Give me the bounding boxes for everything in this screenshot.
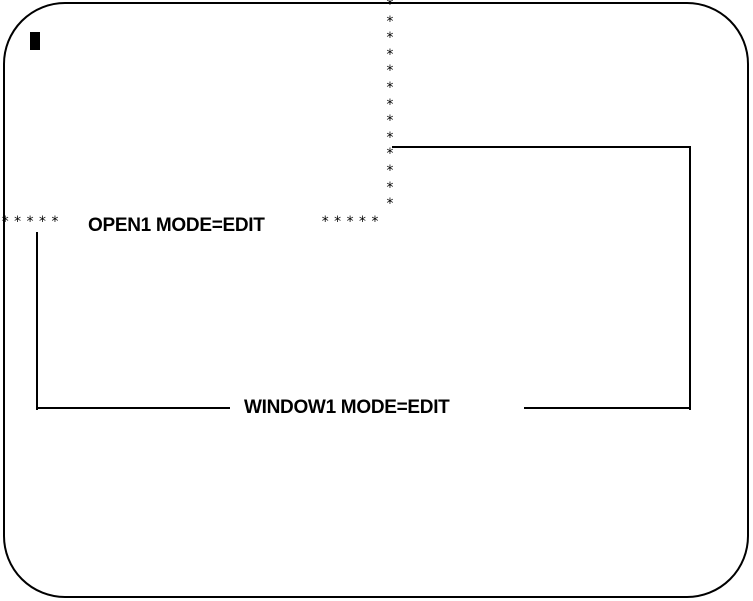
- text-cursor: [30, 32, 40, 50]
- open1-bottom-border-stars-right: *****: [321, 214, 384, 230]
- window1-left-border: [36, 232, 38, 410]
- window1-top-border: [392, 146, 691, 148]
- open1-bottom-border-stars-left: *****: [1, 214, 64, 230]
- window1-bottom-border-right: [524, 407, 691, 409]
- open1-right-border-stars: * * * * * * * * * * * * *: [385, 0, 395, 213]
- open1-title: OPEN1 MODE=EDIT: [88, 215, 265, 236]
- window1-right-border: [689, 146, 691, 410]
- window1-title: WINDOW1 MODE=EDIT: [244, 397, 450, 418]
- terminal-screen: [3, 2, 749, 598]
- window1-bottom-border-left: [36, 407, 230, 409]
